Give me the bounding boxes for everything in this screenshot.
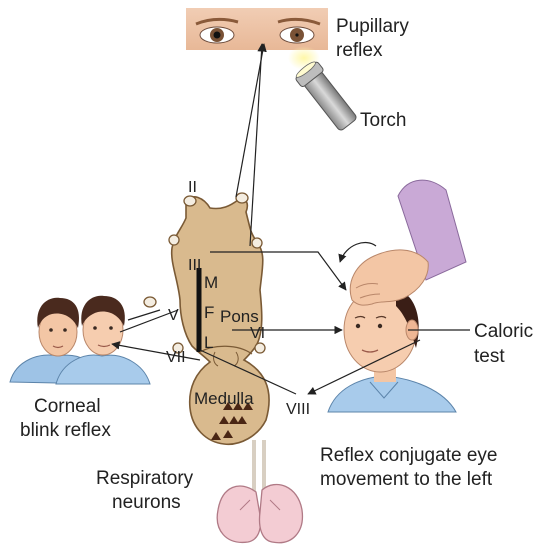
torch-label: Torch <box>360 110 406 131</box>
nerve-vii-label: VII <box>166 349 186 366</box>
eyes-illustration <box>186 8 328 50</box>
corneal-label-line1: Corneal <box>34 396 101 417</box>
mlf-l-label: L <box>204 333 213 352</box>
nerve-ii-label: II <box>188 179 197 196</box>
conjugate-label-line1: Reflex conjugate eye <box>320 445 497 466</box>
lungs-illustration <box>217 440 302 543</box>
nerve-vi-label: VI <box>250 325 265 342</box>
mlf-f-label: F <box>204 303 214 322</box>
medulla-label: Medulla <box>194 389 254 408</box>
patient-head-illustration <box>328 288 456 412</box>
ii-afferent-line <box>236 44 264 197</box>
pupillary-label-line2: reflex <box>336 40 383 61</box>
nerve-viii-label: VIII <box>286 401 310 418</box>
respiratory-label-line1: Respiratory <box>96 468 194 489</box>
conjugate-label-line2: movement to the left <box>320 469 493 490</box>
mlf-m-label: M <box>204 273 218 292</box>
corneal-label-line2: blink reflex <box>20 420 111 441</box>
pupillary-label-line1: Pupillary <box>336 16 409 37</box>
respiratory-label-line2: neurons <box>112 492 181 513</box>
nerve-v-label: V <box>168 307 179 324</box>
caloric-label-line2: test <box>474 346 505 367</box>
nerve-iii-label: III <box>188 257 201 274</box>
corneal-faces-illustration <box>10 296 150 384</box>
pons-label: Pons <box>220 307 259 326</box>
caloric-label-line1: Caloric <box>474 321 533 342</box>
ii-efferent-line <box>250 44 262 246</box>
